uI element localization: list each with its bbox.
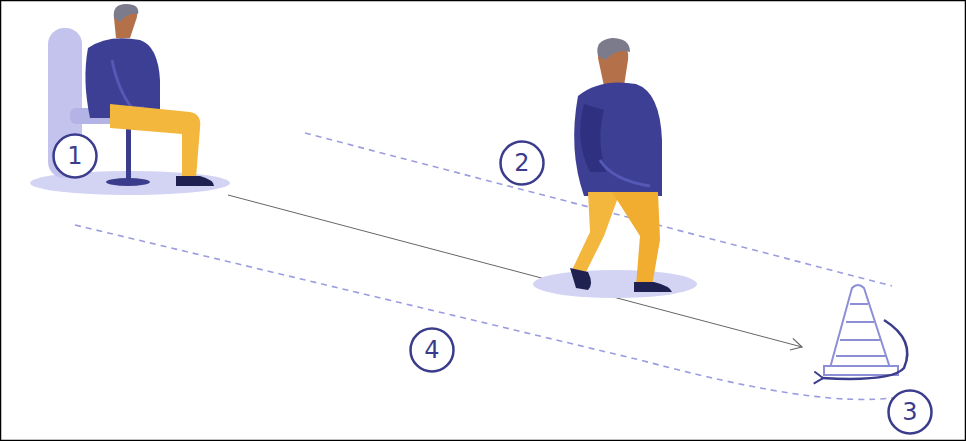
walkway-line [75, 225, 910, 399]
callout-circle: 4 [409, 327, 455, 373]
callout-number: 2 [514, 151, 529, 175]
traffic-cone [822, 285, 907, 379]
callout-number: 1 [67, 144, 82, 168]
walking-person [533, 38, 697, 298]
circle-outline [411, 329, 454, 372]
circle-outline [54, 135, 97, 178]
callout-circle: 1 [52, 133, 98, 179]
callout-number: 4 [424, 338, 439, 362]
seated-person [30, 4, 230, 195]
callout-number: 3 [902, 400, 917, 424]
circle-outline [501, 142, 544, 185]
turn-arrow [822, 320, 907, 379]
direction-arrow [228, 195, 802, 347]
callout-circle: 3 [887, 389, 933, 435]
circle-outline [889, 391, 932, 434]
callout-circle: 2 [499, 140, 545, 186]
